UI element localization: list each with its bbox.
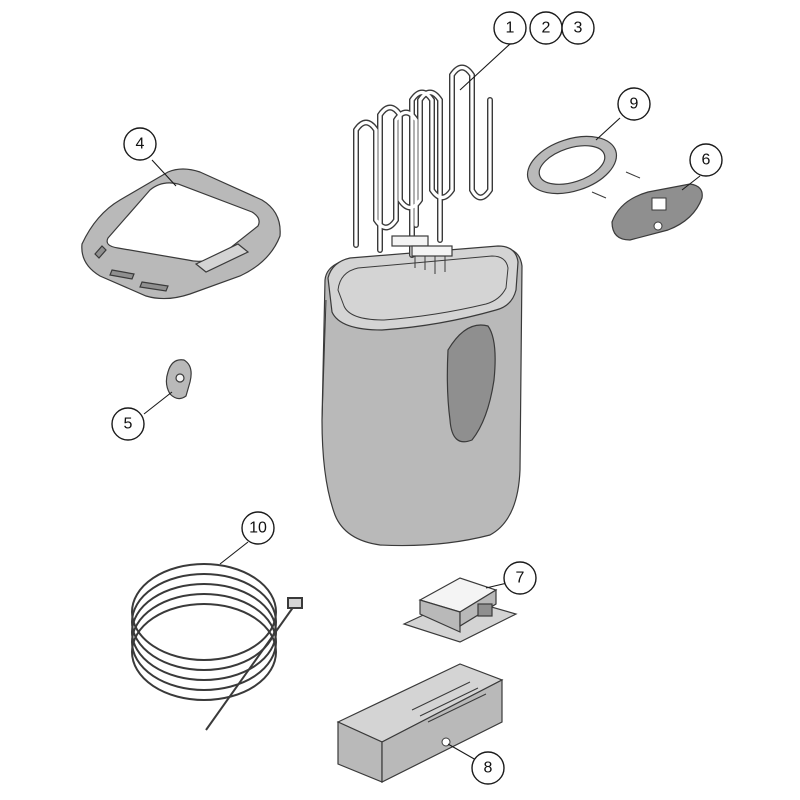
metal-enclosure bbox=[336, 663, 504, 783]
top-frame bbox=[81, 168, 281, 300]
callout-8-label: 8 bbox=[484, 760, 493, 777]
callout-2: 2 bbox=[529, 11, 563, 45]
callout-3-label: 3 bbox=[574, 20, 583, 37]
callout-6-label: 6 bbox=[702, 152, 711, 169]
callout-7: 7 bbox=[503, 561, 537, 595]
callout-1: 1 bbox=[493, 11, 527, 45]
callout-3: 3 bbox=[561, 11, 595, 45]
callout-4-label: 4 bbox=[136, 136, 145, 153]
screws bbox=[591, 171, 641, 199]
callout-6: 6 bbox=[689, 143, 723, 177]
callout-7-label: 7 bbox=[516, 570, 525, 587]
callout-5-label: 5 bbox=[124, 416, 133, 433]
callout-9: 9 bbox=[617, 87, 651, 121]
circuit-board bbox=[402, 577, 518, 643]
ring-gasket bbox=[526, 135, 618, 195]
callout-2-label: 2 bbox=[542, 20, 551, 37]
heating-elements bbox=[353, 64, 493, 274]
cable-coil bbox=[131, 563, 303, 731]
callout-10: 10 bbox=[241, 511, 275, 545]
clip-part bbox=[165, 359, 192, 400]
callout-4: 4 bbox=[123, 127, 157, 161]
callout-5: 5 bbox=[111, 407, 145, 441]
callout-10-label: 10 bbox=[249, 520, 267, 537]
callout-1-label: 1 bbox=[506, 20, 515, 37]
control-panel bbox=[611, 183, 703, 241]
callout-9-label: 9 bbox=[630, 96, 639, 113]
callout-8: 8 bbox=[471, 751, 505, 785]
heater-housing bbox=[321, 245, 523, 547]
